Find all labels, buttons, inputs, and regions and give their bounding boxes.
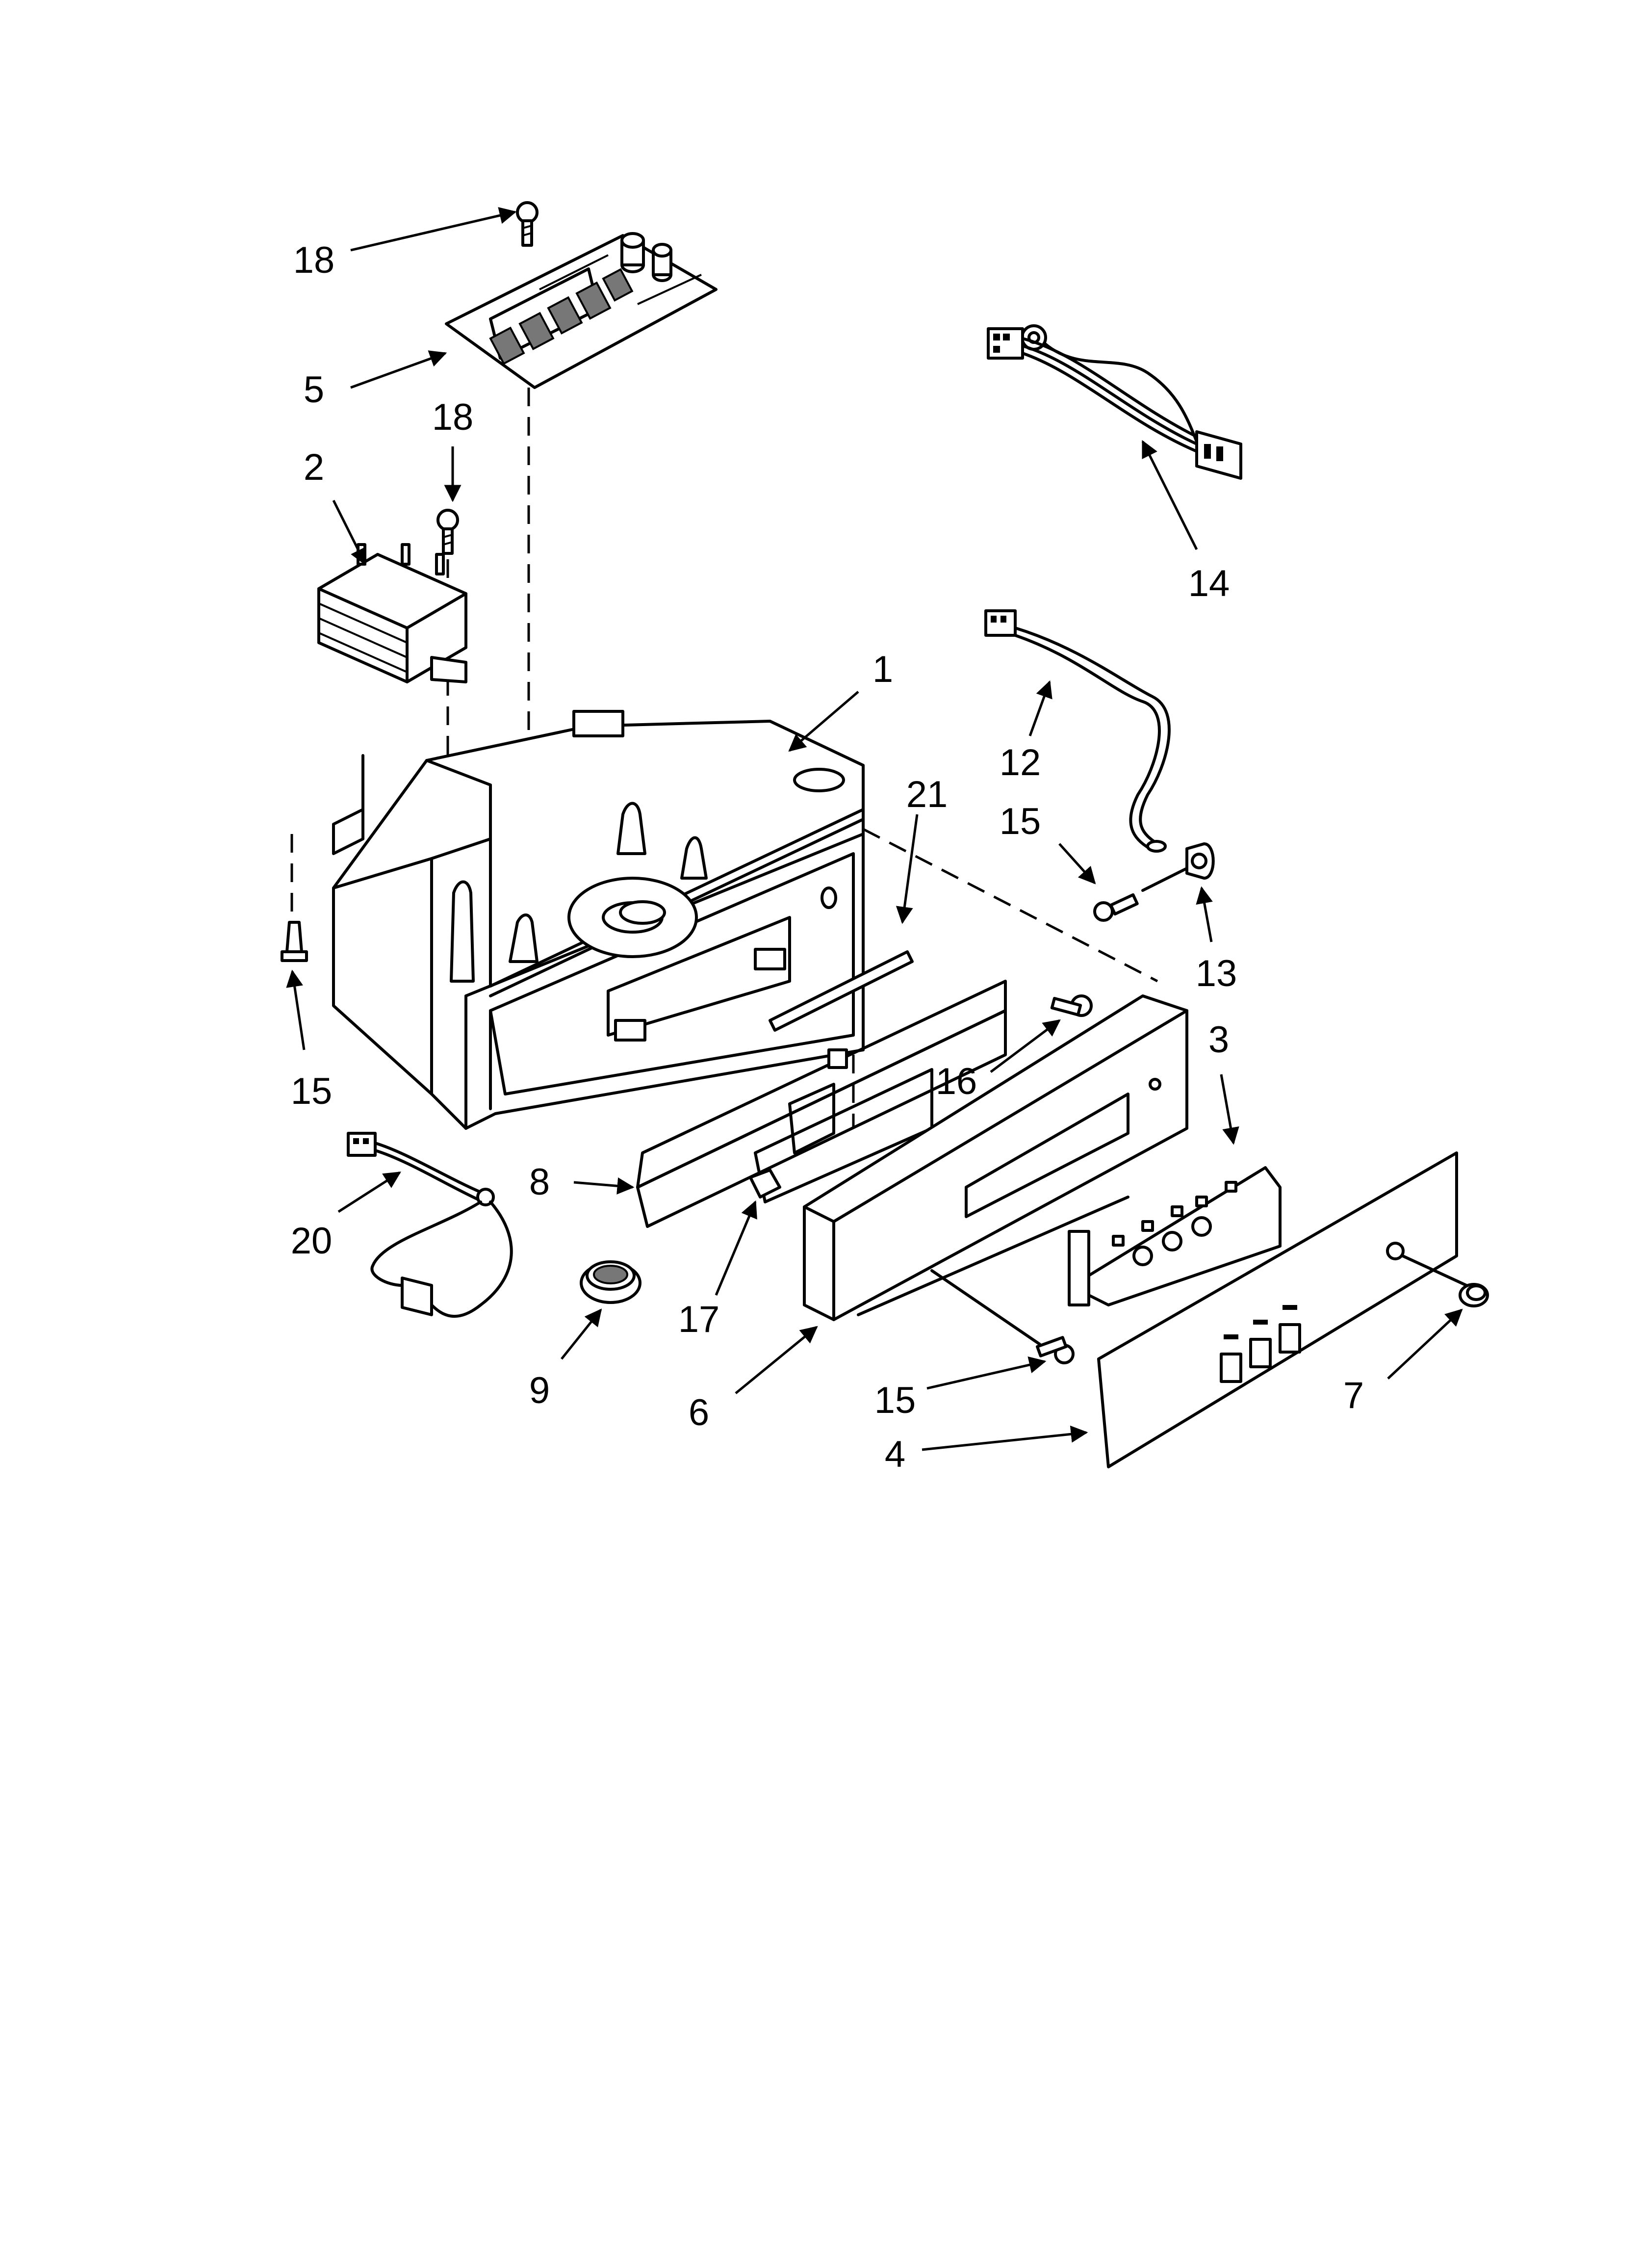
callout-15-left: 15 xyxy=(291,1070,333,1112)
callout-15-bottom: 15 xyxy=(874,1380,916,1421)
callout-20: 20 xyxy=(291,1220,333,1262)
callout-12: 12 xyxy=(1000,742,1041,783)
clip xyxy=(1141,842,1215,892)
callout-4: 4 xyxy=(885,1434,905,1475)
wire-harness-short xyxy=(984,609,1171,853)
callout-21: 21 xyxy=(906,774,948,815)
callout-18-mid: 18 xyxy=(432,396,474,438)
alignment-line xyxy=(862,828,1158,983)
callout-17: 17 xyxy=(678,1299,720,1340)
screw-icon-transformer xyxy=(436,509,459,555)
alignment-line xyxy=(930,1269,1041,1346)
callout-14: 14 xyxy=(1188,563,1230,604)
grommet xyxy=(580,1260,641,1304)
mounting-bracket xyxy=(636,980,1007,1228)
small-clip xyxy=(749,1169,781,1199)
screw-icon-clip xyxy=(1093,893,1139,922)
screw-icon-top xyxy=(516,201,539,247)
base-housing xyxy=(332,710,865,1130)
alignment-line xyxy=(1401,1254,1468,1287)
seal-strip xyxy=(769,950,914,1032)
circuit-board xyxy=(445,232,718,389)
switch-board xyxy=(1068,1166,1282,1306)
callout-1: 1 xyxy=(872,649,893,690)
control-overlay xyxy=(1097,1151,1458,1468)
callout-6: 6 xyxy=(689,1392,709,1434)
transformer xyxy=(317,543,467,683)
callout-18-top: 18 xyxy=(293,239,335,281)
wire-harness xyxy=(987,324,1242,480)
callout-2: 2 xyxy=(304,446,324,488)
callout-8: 8 xyxy=(529,1161,550,1203)
callout-3: 3 xyxy=(1208,1019,1229,1061)
screw-icon-bottom xyxy=(1036,1336,1075,1364)
screw-icon-bracket xyxy=(1050,994,1093,1017)
callout-arrows xyxy=(286,207,1463,1451)
screw-icon-left xyxy=(281,921,308,962)
callout-13: 13 xyxy=(1196,953,1237,994)
callout-5: 5 xyxy=(304,369,324,411)
push-button xyxy=(1459,1283,1489,1307)
control-panel-housing xyxy=(803,994,1188,1321)
callout-7: 7 xyxy=(1343,1375,1364,1416)
callout-16: 16 xyxy=(936,1061,977,1102)
callout-labels: 18 5 18 2 14 1 21 12 15 13 15 3 16 8 20 … xyxy=(291,239,1364,1475)
callout-15-right: 15 xyxy=(1000,801,1041,842)
callout-9: 9 xyxy=(529,1370,550,1411)
sensor-wire xyxy=(347,1132,513,1318)
